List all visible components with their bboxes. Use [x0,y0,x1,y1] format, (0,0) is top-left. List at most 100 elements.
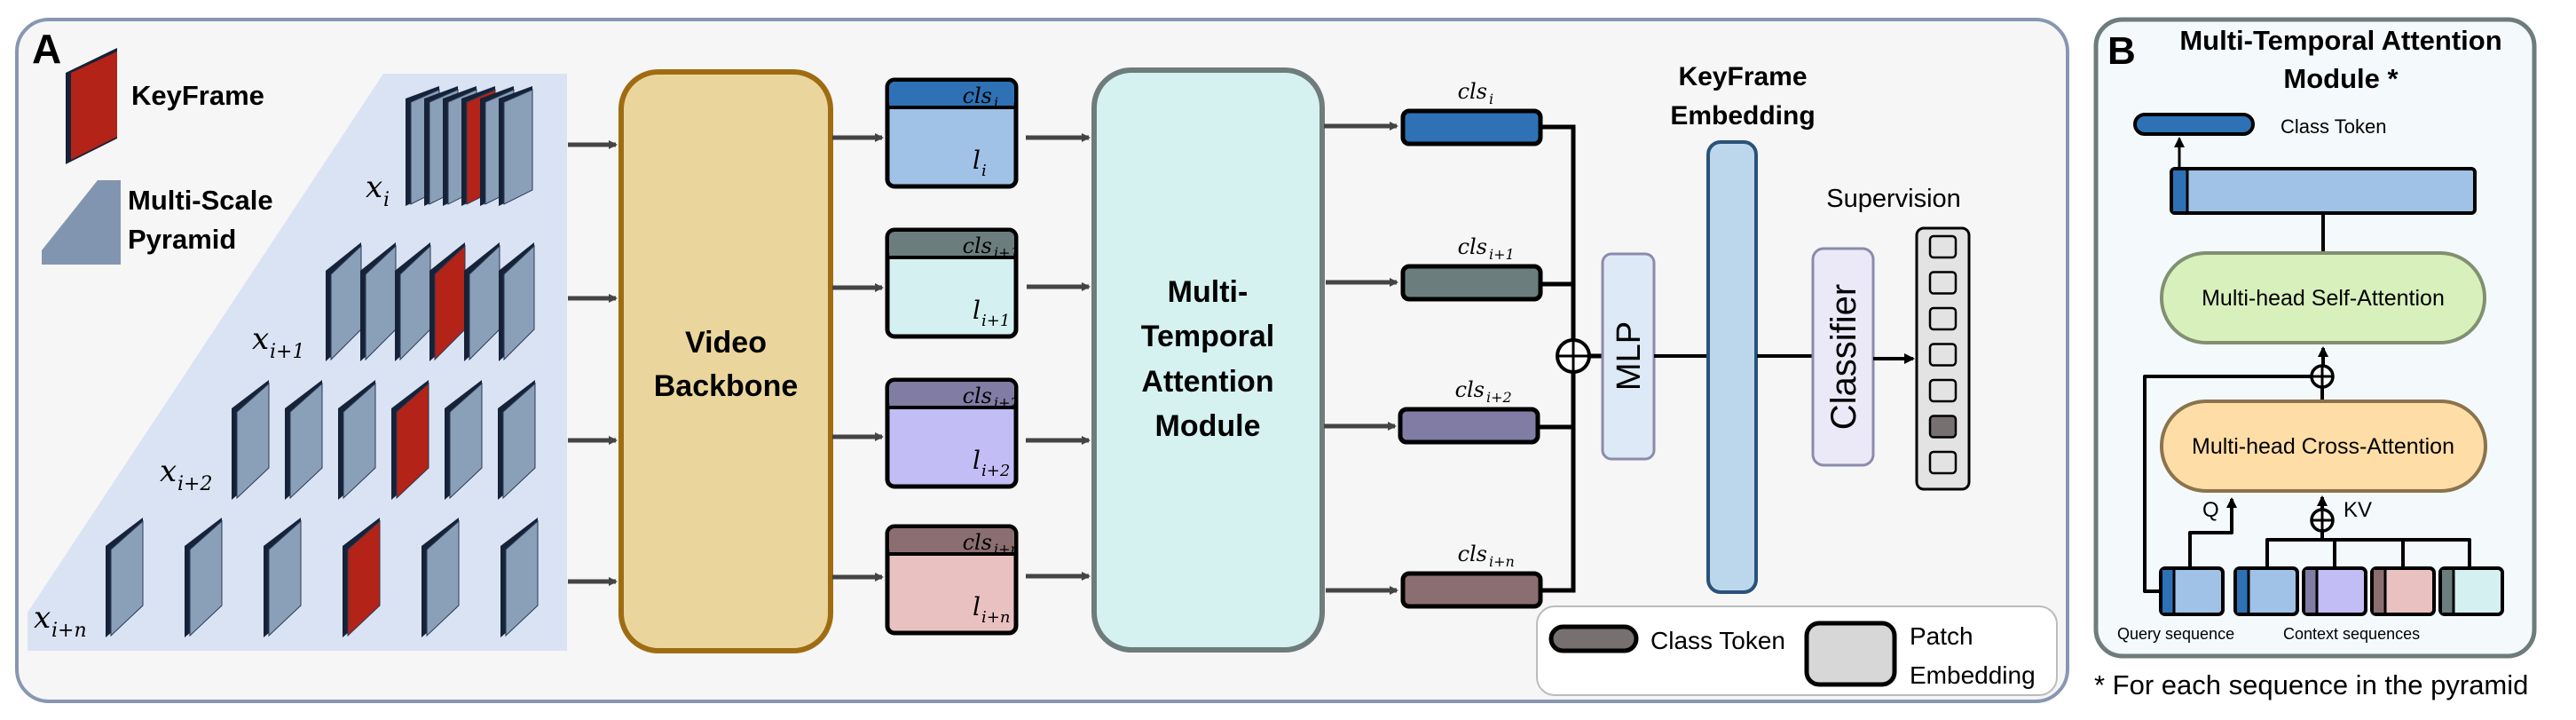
backbone-to-token-arrows [832,133,884,582]
keyframe-embedding-title-line2: Embedding [1670,101,1815,131]
supervision-label: Supervision [1826,185,1961,213]
token-l-label: l [973,446,981,475]
supervision-slots [1928,234,1958,475]
svg-text:x: x [252,321,269,357]
keyframe-legend-icon [66,48,117,164]
video-backbone-label-line1: Video [685,326,767,360]
token-to-mta-arrows [1026,133,1091,581]
token-l-label: l [973,146,981,175]
token-cls-label: cls [963,530,992,555]
keyframe-embedding-bar [1706,140,1758,594]
keyframe-embedding-title-line1: KeyFrame [1678,62,1807,91]
context-sequence-box [2302,566,2367,616]
legend-class-token-icon [1548,624,1639,653]
token-cls-sub: i+1 [994,244,1020,261]
cls-output-label: cls [1455,377,1485,402]
token-l-label: l [973,296,981,325]
legend-patch-label-line2: Embedding [1910,661,2036,689]
panel-b-label: B [2107,29,2136,73]
kv-branch-line [2265,538,2471,568]
video-frame [232,380,270,500]
supervision-slot [1928,271,1958,295]
token-cls-label: cls [963,384,992,408]
video-frame [421,518,460,637]
video-frame [185,518,223,637]
panel-b-class-token-icon [2133,113,2255,136]
video-backbone-block [618,69,833,653]
mta-module-label: Multi- Temporal Attention Module [1141,275,1275,443]
token-l-sub: i [981,162,987,180]
pyramid-legend-label-line2: Pyramid [128,224,236,255]
video-frame [499,86,533,206]
video-frame [499,242,535,361]
row-label-xi: x i [366,170,390,211]
context-sequence-box [2370,566,2436,616]
svg-text:i+n: i+n [51,620,87,642]
cross-attention-block [2160,400,2487,493]
pyramid-region [28,74,567,651]
token-cls-sub: i+n [994,541,1020,558]
video-frame [498,380,536,500]
pyramid-row [406,86,533,206]
mta-to-cls-arrows [1324,122,1398,595]
svg-text:i+2: i+2 [177,473,212,495]
footnote: * For each sequence in the pyramid [2094,669,2528,700]
query-sequence-box [2159,566,2225,616]
svg-text:Temporal: Temporal [1141,320,1275,353]
supervision-slot-active [1928,415,1958,439]
video-frame [264,518,302,637]
svg-text:Module: Module [1155,409,1261,443]
legend-patch-embedding-icon [1804,621,1897,687]
svg-text:Multi-: Multi- [1168,275,1249,309]
svg-text:x: x [160,454,177,489]
token-cls-label: cls [963,233,992,258]
cls-output-label: cls [1458,234,1487,259]
video-frame [285,380,323,500]
panel-b-title-line1: Multi-Temporal Attention [2179,25,2501,56]
query-arrow [2188,497,2237,568]
row-label-xin: x i+n [34,600,87,642]
svg-text:i+1: i+1 [270,341,304,363]
token-l-sub: i+2 [981,462,1010,480]
token-l-sub: i+n [981,608,1010,627]
pyramid-legend-label-line1: Multi-Scale [128,185,273,216]
query-sequence-label: Query sequence [2117,625,2234,643]
cls-output-sub: i+2 [1486,389,1512,406]
skip-connection-line [2143,375,2312,593]
self-attention-block [2160,251,2486,344]
video-frame [464,242,500,361]
context-sequences-label: Context sequences [2283,625,2420,643]
context-sequence-boxes [2233,566,2504,616]
pyramid-frames [106,86,539,637]
supervision-slot [1928,343,1958,367]
supervision-slot [1928,234,1958,259]
context-sequence-box [2438,566,2504,616]
mlp-label: MLP [1611,321,1648,391]
token-cls-sub: i+2 [994,394,1020,411]
pyramid-legend-icon [42,180,121,265]
cls-output-label: cls [1458,79,1487,104]
keyframe-frame [391,380,429,500]
pyramid-row [106,518,539,637]
legend-class-token-label: Class Token [1650,627,1785,654]
cls-output-label: cls [1458,542,1487,566]
pyramid-row [232,380,536,500]
video-frame [106,518,144,637]
svg-text:x: x [34,600,51,636]
panel-b-class-token-label: Class Token [2281,115,2386,138]
output-sequence-bar [2170,167,2477,215]
token-cls-sub: i [994,94,998,111]
q-label: Q [2202,498,2219,522]
keyframe-frame [343,518,381,637]
video-frame [395,242,431,361]
token-l-sub: i+1 [981,312,1010,330]
pyramid-row [326,242,535,361]
mta-module-block [1091,67,1325,653]
panel-b-title-line2: Module * [2283,63,2399,94]
